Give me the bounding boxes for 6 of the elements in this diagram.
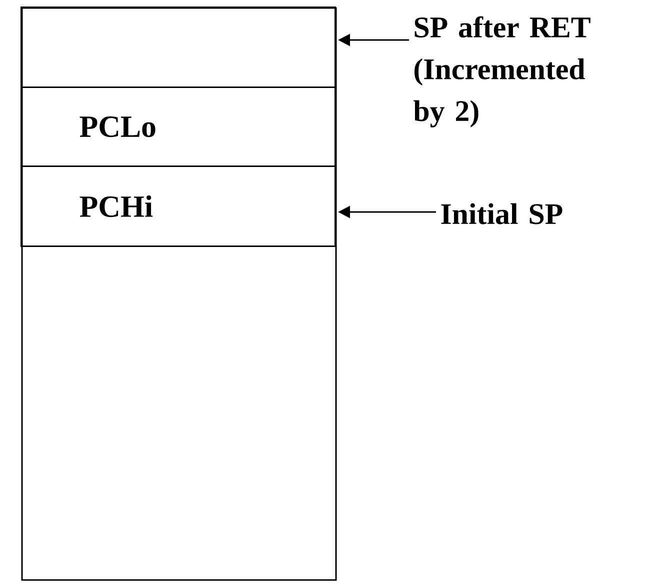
stack-box: [21, 7, 337, 581]
stack-cell: PCLo: [20, 86, 336, 167]
annotation-text: Initial SP: [441, 203, 562, 224]
stack-cell: PCHi: [20, 166, 336, 247]
annotation-text: SP after RET (Incremented by 2): [414, 16, 590, 128]
stack-cell: [20, 6, 336, 88]
